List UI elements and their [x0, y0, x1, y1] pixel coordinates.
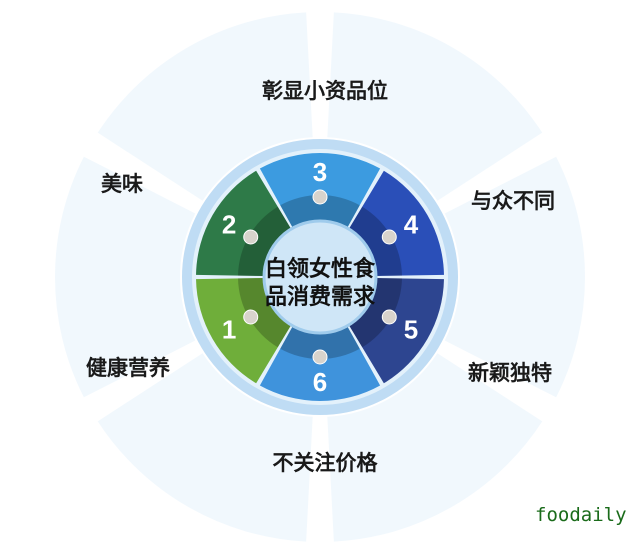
- segment-inner-band: [280, 325, 360, 359]
- background-ray: [97, 353, 313, 542]
- segment-number: 3: [313, 157, 327, 187]
- background-ray: [327, 12, 543, 201]
- segment-inner-band: [238, 277, 292, 348]
- segment-4: [348, 170, 444, 277]
- background-ray: [55, 156, 196, 398]
- center-title-line-2: 品消费需求: [264, 285, 376, 310]
- segment-number: 5: [404, 315, 418, 345]
- background-ray: [444, 156, 585, 398]
- segment-number: 6: [313, 367, 327, 397]
- label-price: 不关注价格: [272, 451, 378, 475]
- segment-number: 4: [404, 210, 419, 240]
- label-health: 健康营养: [86, 356, 170, 380]
- center-title-line-1: 白领女性食: [264, 257, 376, 282]
- label-novel: 新颖独特: [468, 361, 552, 385]
- segment-inner-band: [348, 206, 402, 277]
- label-different: 与众不同: [471, 189, 555, 213]
- segment-dot: [381, 229, 397, 245]
- label-petty-bourgeois: 彰显小资品位: [262, 79, 388, 103]
- segment-number: 1: [222, 315, 236, 345]
- segment-inner-band: [348, 277, 402, 348]
- segment-dot: [381, 309, 397, 325]
- background-ray: [327, 353, 543, 542]
- segment-number: 2: [222, 210, 236, 240]
- segment-dot: [243, 229, 259, 245]
- segment-dot: [312, 189, 328, 205]
- segment-dot: [312, 349, 328, 365]
- segment-inner-band: [238, 206, 292, 277]
- center-circle: [262, 219, 378, 335]
- segment-5: [348, 277, 444, 384]
- segment-dot: [243, 309, 259, 325]
- watermark: foodaily: [535, 504, 627, 526]
- segment-2: [196, 170, 292, 277]
- background-ray: [97, 12, 313, 201]
- segment-inner-band: [280, 195, 360, 229]
- label-taste: 美味: [101, 172, 143, 196]
- center-title: 白领女性食 品消费需求: [265, 256, 375, 312]
- segment-1: [196, 277, 292, 384]
